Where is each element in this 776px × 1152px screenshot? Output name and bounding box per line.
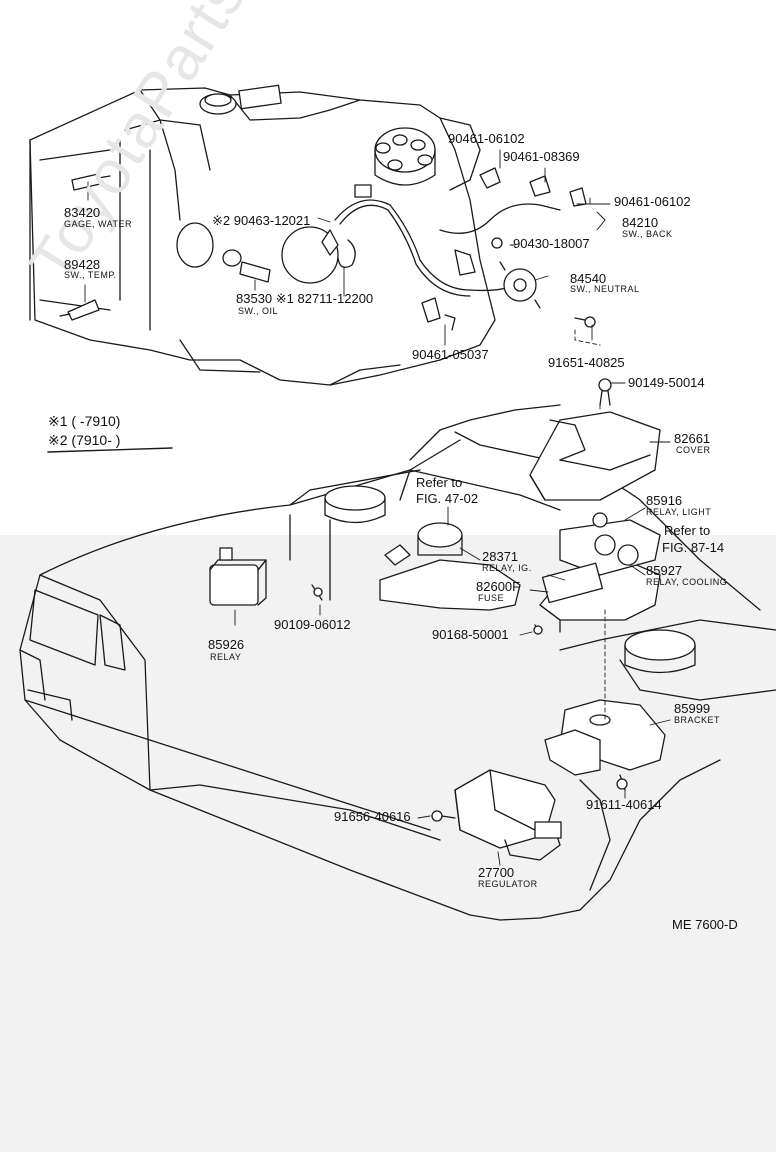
part-90461-05037-label: 90461-05037 bbox=[412, 347, 489, 362]
refer-fig-87-14-line1: Refer to bbox=[664, 523, 711, 538]
part-84210-number: 84210 bbox=[622, 215, 659, 230]
part-85916-number: 85916 bbox=[646, 493, 683, 508]
part-83530-label: 83530 ※1 82711-12200 bbox=[236, 291, 374, 306]
part-89428-desc: SW., TEMP. bbox=[64, 270, 117, 280]
part-85926-desc: RELAY bbox=[210, 652, 242, 662]
part-27700-desc: REGULATOR bbox=[478, 879, 538, 889]
part-90461-06102-right-label: 90461-06102 bbox=[614, 194, 691, 209]
part-90168-50001-label: 90168-50001 bbox=[432, 627, 509, 642]
legend-underline bbox=[47, 447, 173, 453]
part-90461-06102-top-label: 90461-06102 bbox=[448, 131, 525, 146]
refer-fig-47-02-line1: Refer to bbox=[416, 475, 463, 490]
part-85927-desc: RELAY, COOLING bbox=[646, 577, 728, 587]
legend-note-2: ※2 (7910- ) bbox=[48, 432, 121, 448]
part-90149-50014-label: 90149-50014 bbox=[628, 375, 705, 390]
diagram-code: ME 7600-D bbox=[672, 917, 738, 932]
part-90109-06012-label: 90109-06012 bbox=[274, 617, 351, 632]
part-28371-desc: RELAY, IG. bbox=[482, 563, 532, 573]
refer-fig-47-02-line2: FIG. 47-02 bbox=[416, 491, 479, 506]
part-84210-desc: SW., BACK bbox=[622, 229, 673, 239]
part-82661-number: 82661 bbox=[674, 431, 711, 446]
part-27700-number: 27700 bbox=[478, 865, 515, 880]
part-82600F-desc: FUSE bbox=[478, 593, 505, 603]
part-83530-desc: SW., OIL bbox=[238, 306, 279, 316]
part-91651-40825-label: 91651-40825 bbox=[548, 355, 625, 370]
part-83420-number: 83420 bbox=[64, 205, 101, 220]
part-84540-number: 84540 bbox=[570, 271, 607, 286]
part-91611-40614-label: 91611-40614 bbox=[586, 797, 662, 812]
leader-lines bbox=[84, 149, 671, 866]
part-90461-08369-label: 90461-08369 bbox=[503, 149, 580, 164]
legend-note-1: ※1 ( -7910) bbox=[48, 413, 121, 429]
part-85926-number: 85926 bbox=[208, 637, 245, 652]
part-91656-40616-label: 91656-40616 bbox=[334, 809, 411, 824]
part-28371-number: 28371 bbox=[482, 549, 519, 564]
part-84540-desc: SW., NEUTRAL bbox=[570, 284, 640, 294]
part-89428-number: 89428 bbox=[64, 257, 101, 272]
part-85916-desc: RELAY, LIGHT bbox=[646, 507, 712, 517]
part-82661-desc: COVER bbox=[676, 445, 711, 455]
part-90430-18007-label: 90430-18007 bbox=[513, 236, 590, 251]
part-82600F-number: 82600F bbox=[476, 579, 521, 594]
engine-block-drawing bbox=[29, 84, 587, 386]
part-85927-number: 85927 bbox=[646, 563, 683, 578]
part-85999-desc: BRACKET bbox=[674, 715, 721, 725]
part-90463-12021-label: ※2 90463-12021 bbox=[212, 213, 311, 228]
refer-fig-87-14-line2: FIG. 87-14 bbox=[662, 540, 725, 555]
part-85999-number: 85999 bbox=[674, 701, 711, 716]
car-front-drawing bbox=[19, 316, 776, 921]
part-83420-desc: GAGE, WATER bbox=[64, 219, 133, 229]
